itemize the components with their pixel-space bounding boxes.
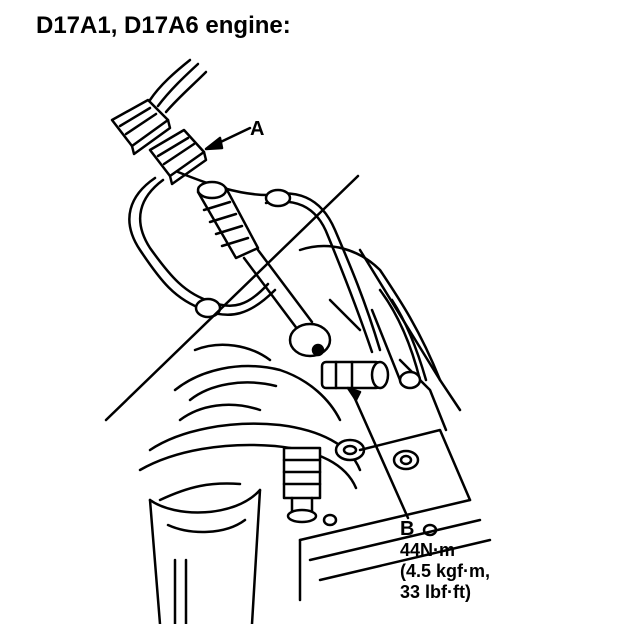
diagram-title: D17A1, D17A6 engine: xyxy=(36,12,291,39)
upper-harness-wires xyxy=(148,58,208,114)
exhaust-manifold xyxy=(138,343,362,502)
mounting-studs xyxy=(282,438,438,537)
socket-wrench xyxy=(196,180,332,358)
cylinder-head xyxy=(298,428,492,602)
torque-line-lbfft: 33 lbf·ft) xyxy=(400,582,471,602)
sensor-connector-a xyxy=(148,128,208,186)
torque-line-nm: 44N·m xyxy=(400,540,456,560)
callout-b-leader xyxy=(346,386,410,520)
harness-connector xyxy=(110,98,172,156)
exhaust-pipe xyxy=(148,488,262,624)
engine-block-outline xyxy=(104,174,462,432)
callout-b-label: B xyxy=(400,518,415,540)
torque-spec: 44N·m (4.5 kgf·m, 33 lbf·ft) xyxy=(400,540,490,603)
torque-line-kgfm: (4.5 kgf·m, xyxy=(400,561,491,581)
callout-a-arrow xyxy=(204,126,252,151)
sensor-wire xyxy=(128,170,382,354)
callout-a-label: A xyxy=(250,118,265,140)
oxygen-sensor-b xyxy=(320,360,390,390)
